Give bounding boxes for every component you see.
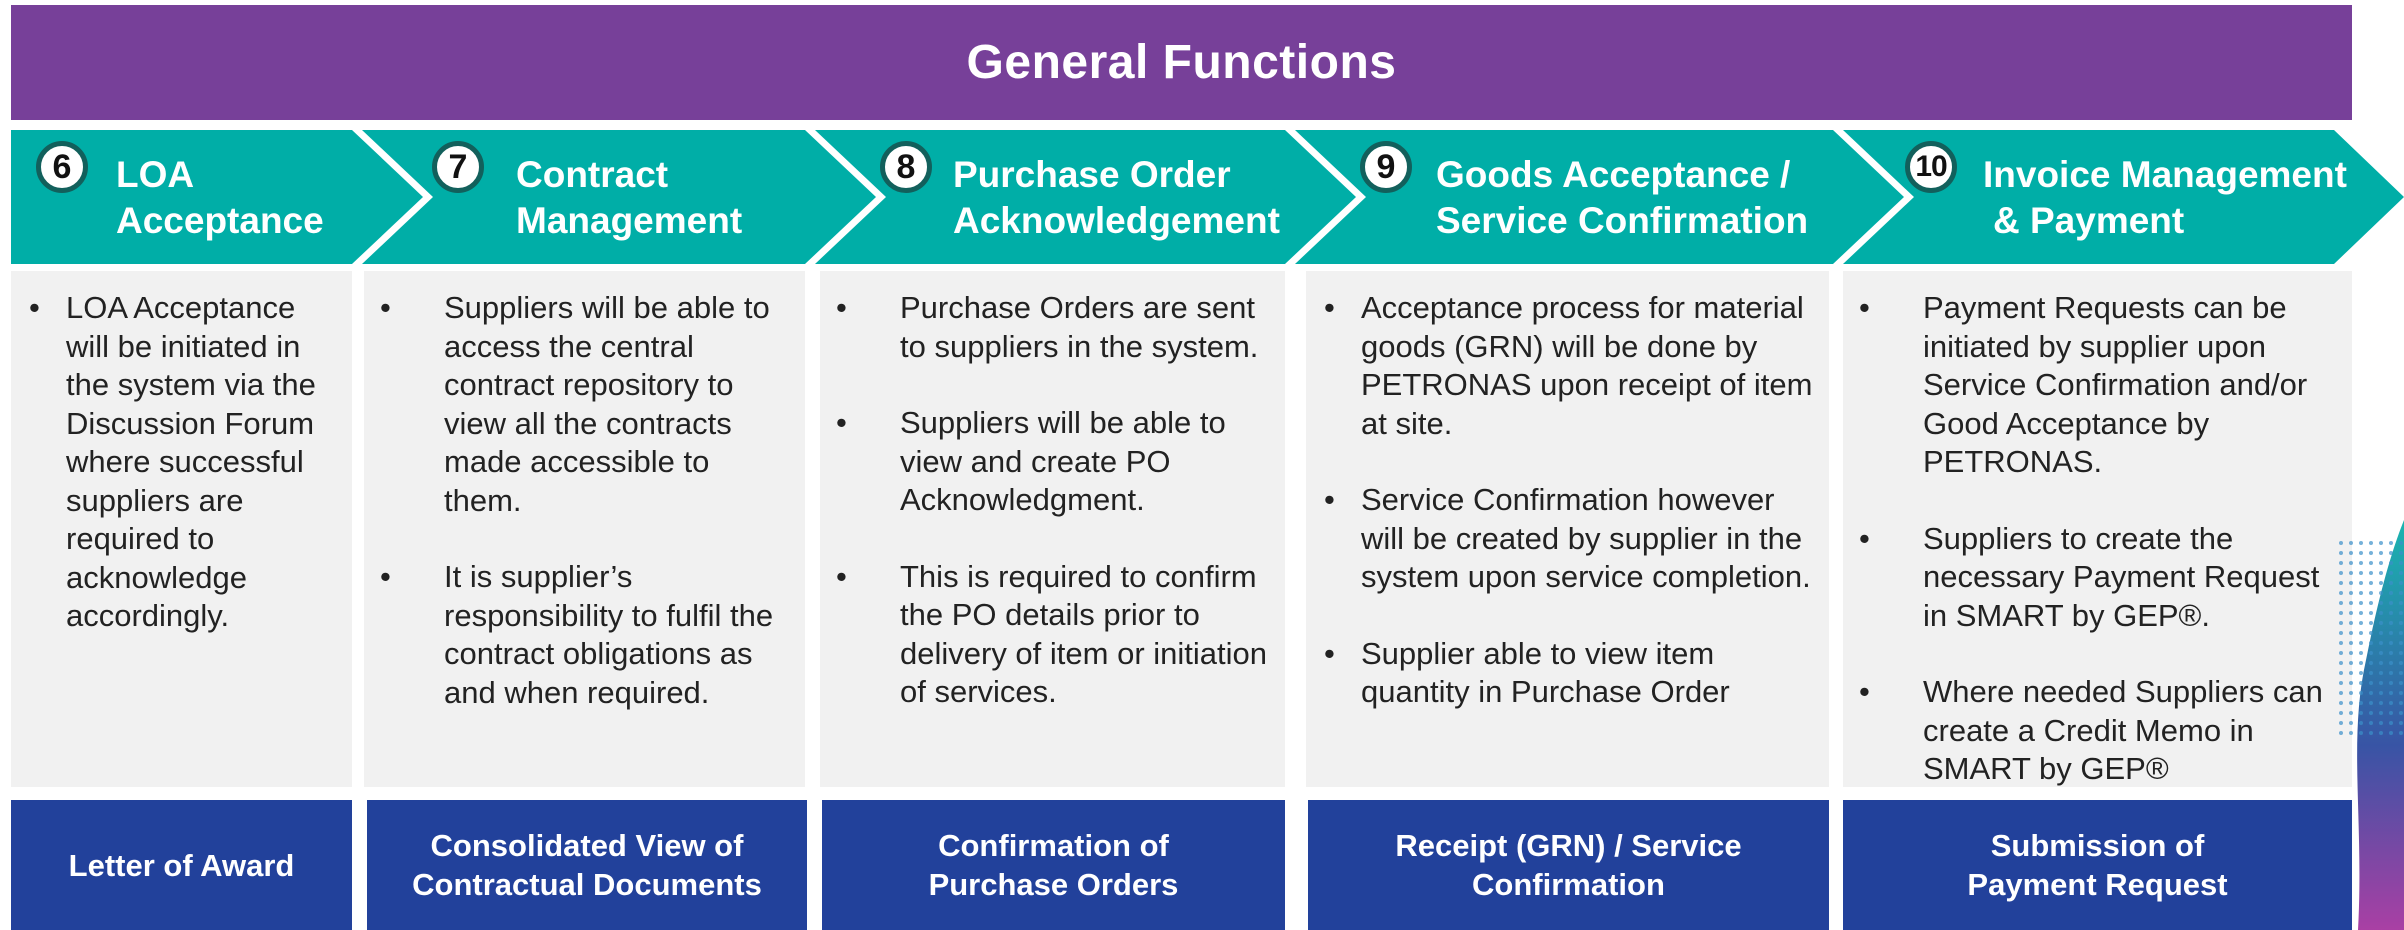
chevron-step-7 [362, 130, 876, 264]
step-number-badge: 8 [880, 141, 932, 193]
step-description-panel: Acceptance process for material goods (G… [1306, 271, 1829, 787]
bullet-item: Suppliers will be able to view and creat… [820, 404, 1275, 520]
bullet-item: Suppliers to create the necessary Paymen… [1843, 520, 2342, 636]
bullet-item: This is required to confirm the PO detai… [820, 558, 1275, 712]
footer-line: Contractual Documents [412, 867, 762, 902]
chevron-step-8 [815, 130, 1356, 264]
bullet-item: Suppliers will be able to access the cen… [364, 289, 795, 520]
bullet-item: Supplier able to view item quantity in P… [1306, 635, 1819, 712]
step-title-line: Acknowledgement [953, 200, 1280, 241]
step-description-panel: Purchase Orders are sent to suppliers in… [820, 271, 1285, 787]
step-title-line: Purchase Order [953, 154, 1231, 195]
step-title-line: Contract [516, 154, 669, 195]
step-footer-box: Submission of Payment Request [1843, 800, 2352, 930]
step-footer-box: Consolidated View of Contractual Documen… [367, 800, 807, 930]
bullet-item: It is supplier’s responsibility to fulfi… [364, 558, 795, 712]
step-number-badge: 10 [1905, 141, 1957, 193]
chevron-step-9 [1295, 130, 1904, 264]
footer-line: Submission of [1990, 828, 2205, 863]
footer-line: Confirmation [1472, 867, 1665, 902]
footer-line: Confirmation of [938, 828, 1169, 863]
step-title-line: Service Confirmation [1436, 200, 1809, 241]
step-title-line: & Payment [1993, 200, 2185, 241]
step-description-panel: Suppliers will be able to access the cen… [364, 271, 805, 787]
step-footer-box: Confirmation of Purchase Orders [822, 800, 1285, 930]
decorative-gradient-graphic [2338, 520, 2404, 930]
step-title-line: Management [516, 200, 743, 241]
step-description-panel: LOA Acceptance will be initiated in the … [11, 271, 352, 787]
step-description-panel: Payment Requests can be initiated by sup… [1843, 271, 2352, 787]
step-number-badge: 9 [1360, 141, 1412, 193]
footer-line: Letter of Award [68, 847, 295, 883]
step-title: Purchase Order Acknowledgement [953, 152, 1280, 244]
chevron-step-10 [1843, 130, 2404, 264]
general-functions-banner: General Functions [11, 5, 2352, 120]
footer-line: Consolidated View of [430, 828, 744, 863]
step-number-badge: 7 [432, 141, 484, 193]
bullet-item: Purchase Orders are sent to suppliers in… [820, 289, 1275, 366]
chevron-step-6 [11, 130, 423, 264]
step-title-line: Invoice Management [1983, 154, 2347, 195]
step-title: Contract Management [516, 152, 742, 244]
bullet-item: LOA Acceptance will be initiated in the … [11, 289, 342, 636]
banner-title: General Functions [966, 36, 1397, 89]
step-footer-box: Letter of Award [11, 800, 352, 930]
step-title-line: Goods Acceptance / [1436, 154, 1791, 195]
bullet-item: Service Confirmation however will be cre… [1306, 481, 1819, 597]
step-number-badge: 6 [36, 141, 88, 193]
footer-line: Purchase Orders [928, 867, 1179, 902]
bullet-item: Payment Requests can be initiated by sup… [1843, 289, 2342, 482]
step-footer-box: Receipt (GRN) / Service Confirmation [1308, 800, 1829, 930]
bullet-item: Acceptance process for material goods (G… [1306, 289, 1819, 443]
footer-line: Receipt (GRN) / Service [1395, 828, 1742, 863]
step-title-line: LOA [116, 154, 195, 195]
bullet-item: Where needed Suppliers can create a Cred… [1843, 673, 2342, 787]
step-title: LOA Acceptance [116, 152, 324, 244]
step-title: Goods Acceptance / Service Confirmation [1436, 152, 1808, 244]
step-title-line: Acceptance [116, 200, 324, 241]
step-title: Invoice Management & Payment [1983, 152, 2347, 244]
footer-line: Payment Request [1967, 867, 2228, 902]
